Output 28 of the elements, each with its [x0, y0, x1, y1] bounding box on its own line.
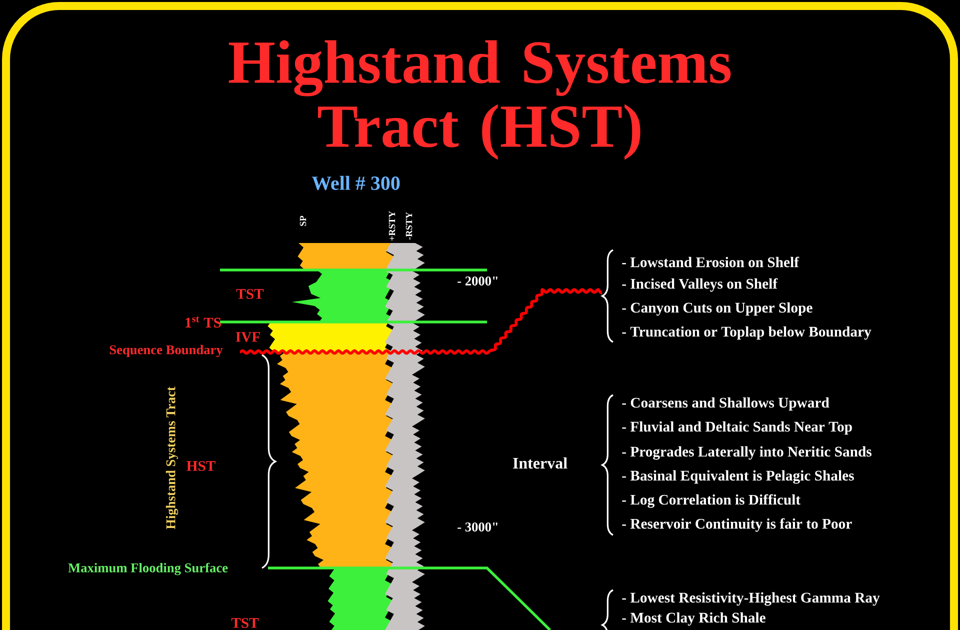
label: - Fluvial and Deltaic Sands Near Top — [622, 421, 852, 435]
label: Interval — [513, 457, 568, 469]
label: - Lowstand Erosion on Shelf — [622, 256, 800, 268]
label: TST — [231, 618, 259, 628]
label: - Coarsens and Shallows Upward — [622, 397, 830, 411]
label: 1$^{st}$ TS — [186, 316, 221, 328]
label: IVF — [236, 332, 260, 342]
label: - Log Correlation is Difficult — [622, 494, 800, 508]
title: Highstand Systems Tract (HST) — [228, 40, 731, 160]
label: +RSTY — [388, 211, 396, 241]
label: - Lowest Resistivity-Highest Gamma Ray — [622, 592, 880, 606]
label: - Basinal Equivalent is Pelagic Shales — [622, 470, 854, 484]
label: Sequence Boundary — [110, 344, 223, 358]
label: - Canyon Cuts on Upper Slope — [622, 302, 812, 316]
label: Well # 300 — [312, 176, 400, 190]
label: - 3000" — [458, 522, 498, 532]
label: - Progrades Laterally into Neritic Sands — [622, 446, 872, 460]
label: -RSTY — [406, 212, 412, 240]
label: - Truncation or Toplap below Boundary — [622, 326, 872, 340]
label: - Incised Valleys on Shelf — [622, 278, 778, 292]
label: - 2000" — [458, 276, 498, 286]
label: HST — [186, 461, 216, 471]
label: SP — [300, 216, 306, 226]
label: Highstand Systems Tract — [166, 386, 178, 530]
label: Maximum Flooding Surface — [68, 562, 228, 576]
label: - Most Clay Rich Shale — [622, 612, 766, 626]
label: TST — [236, 289, 264, 299]
label: - Reservoir Continuity is fair to Poor — [622, 518, 852, 532]
